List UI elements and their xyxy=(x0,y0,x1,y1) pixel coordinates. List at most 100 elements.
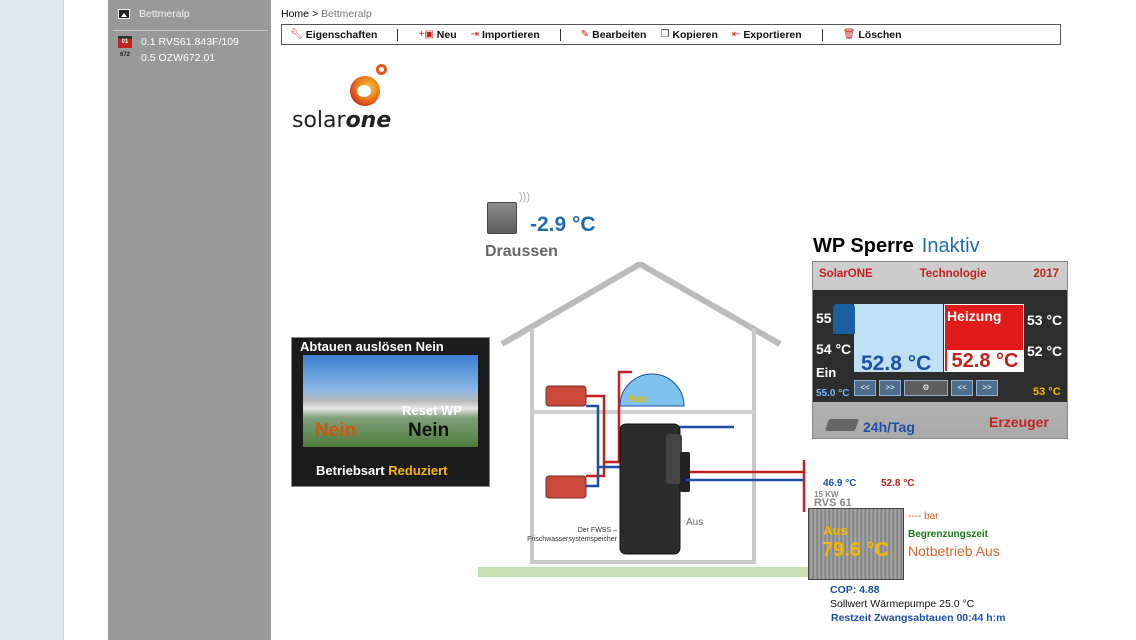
outdoor-sensor-icon xyxy=(487,202,517,234)
logo-text-bold: one xyxy=(345,108,392,133)
left-frame-strip xyxy=(0,0,64,640)
toolbar-divider xyxy=(397,28,399,41)
new-image-icon: +▣ xyxy=(418,29,434,40)
return-temp: 46.9 °C xyxy=(823,478,857,489)
toolbar-divider xyxy=(559,28,561,41)
import-icon: ⇥ xyxy=(470,29,480,40)
sidebar-item-label: 0.1 RVS61.843F/109 xyxy=(141,36,239,48)
panel-tech: Technologie xyxy=(919,268,987,280)
sidebar-item-rvs61[interactable]: 01 0.1 RVS61.843F/109 xyxy=(118,36,239,48)
panel-button-row: << >> ⚙ << >> xyxy=(854,380,998,396)
tub-status: Aus xyxy=(628,394,647,405)
fwss-label: Der FWSS – Frischwassersystemspeicher xyxy=(527,527,617,543)
delete-button[interactable]: 🗑︎Löschen xyxy=(843,29,902,41)
next-button[interactable]: >> xyxy=(879,380,901,396)
breadcrumb: Home > Bettmeralp xyxy=(281,8,372,20)
copy-button[interactable]: ❐Kopieren xyxy=(660,29,717,41)
reset-wp-button[interactable]: Reset WP xyxy=(402,403,462,418)
export-icon: ⇤ xyxy=(731,29,741,40)
logo-sun-mark xyxy=(350,76,380,106)
export-label: Exportieren xyxy=(743,28,802,41)
logo-text-light: solar xyxy=(292,108,346,133)
operating-mode: Betriebsart Reduziert xyxy=(316,463,448,478)
import-label: Importieren xyxy=(482,28,540,41)
trash-icon: 🗑︎ xyxy=(842,29,856,40)
pump-on-state: Ein xyxy=(816,365,837,380)
emergency-state[interactable]: Aus xyxy=(975,543,1000,559)
heating-label: Heizung xyxy=(947,308,1002,324)
edit-label: Bearbeiten xyxy=(592,28,647,41)
export-button[interactable]: ⇤Exportieren xyxy=(732,29,802,41)
hot-water-tile[interactable] xyxy=(854,304,943,372)
pencil-icon: ✎ xyxy=(580,29,590,40)
wp-lock-status: WP Sperre Inaktiv xyxy=(813,235,980,258)
toolbar: 🔧︎Eigenschaften +▣Neu ⇥Importieren ✎Bear… xyxy=(281,24,1061,45)
sidebar-root-label: Bettmeralp xyxy=(139,8,190,20)
panel-header: SolarONE Technologie 2017 xyxy=(813,262,1067,287)
gateway-device-icon: 672 xyxy=(119,52,130,58)
copy-label: Kopieren xyxy=(672,28,718,41)
emergency-label: Notbetrieb xyxy=(908,543,973,559)
properties-label: Eigenschaften xyxy=(305,28,378,41)
low-left-temp: 55.0 °C xyxy=(816,388,850,399)
heat-pump-setpoint: Sollwert Wärmepumpe 25.0 °C xyxy=(830,598,975,610)
pressure-reading: ---- bar xyxy=(908,511,939,522)
sidebar-item-ozw672[interactable]: 672 0.5 OZW672.01 xyxy=(118,52,215,64)
solarone-logo: solarone xyxy=(292,64,437,138)
sidebar-root-item[interactable]: Bettmeralp xyxy=(118,8,190,20)
heat-pump-temp: 79.6 °C xyxy=(822,539,889,561)
wp-lock-value[interactable]: Inaktiv xyxy=(921,235,980,257)
new-button[interactable]: +▣Neu xyxy=(418,29,456,41)
defrost-panel: Abtauen auslösen Nein Reset WP Nein Nein… xyxy=(291,337,490,487)
mode-label: Betriebsart xyxy=(316,463,385,478)
new-label: Neu xyxy=(436,28,457,41)
panel-footer: 24h/Tag Erzeuger xyxy=(813,405,1067,440)
delete-label: Löschen xyxy=(858,28,902,41)
reset-wp-value[interactable]: Nein xyxy=(408,420,450,441)
breadcrumb-current: Bettmeralp xyxy=(321,8,372,20)
settings-gear-button[interactable]: ⚙ xyxy=(904,380,948,396)
panel-brand: SolarONE xyxy=(819,268,873,280)
house-system-diagram xyxy=(478,262,814,577)
panel-year: 2017 xyxy=(1033,268,1059,280)
heat-pump-unit[interactable] xyxy=(808,508,904,580)
cop-value: COP: 4.88 xyxy=(830,584,880,596)
panel-display: 55 °C 54 °C 53 °C 52 °C 52.8 °C Heizung … xyxy=(813,290,1067,402)
import-button[interactable]: ⇥Importieren xyxy=(471,29,540,41)
mountain-landscape-image xyxy=(303,355,478,447)
limit-time-label: Begrenzungszeit xyxy=(908,529,989,540)
properties-button[interactable]: 🔧︎Eigenschaften xyxy=(290,29,377,41)
edit-button[interactable]: ✎Bearbeiten xyxy=(581,29,647,41)
producer-link[interactable]: Erzeuger xyxy=(989,414,1049,430)
next-button-right[interactable]: >> xyxy=(976,380,998,396)
prev-button-right[interactable]: << xyxy=(951,380,973,396)
copy-icon: ❐ xyxy=(660,29,670,40)
logo-dot-mark xyxy=(376,64,387,75)
sidebar-divider xyxy=(113,30,268,31)
breadcrumb-home[interactable]: Home xyxy=(281,8,310,20)
hp-controller: RVS 61 xyxy=(814,497,852,509)
controller-panel: SolarONE Technologie 2017 55 °C 54 °C 53… xyxy=(812,261,1068,439)
truck-icon xyxy=(824,419,860,431)
toolbar-divider xyxy=(821,28,823,41)
image-icon xyxy=(118,9,130,19)
right-top-temp: 53 °C xyxy=(1027,312,1063,328)
outdoor-temperature: -2.9 °C xyxy=(530,213,596,236)
left-mid-temp: 54 °C xyxy=(816,341,852,357)
prev-button[interactable]: << xyxy=(854,380,876,396)
storage-status: Aus xyxy=(686,517,704,528)
defrost-trigger-value[interactable]: Nein xyxy=(315,420,357,441)
water-tap-icon xyxy=(833,304,855,334)
wp-lock-label: WP Sperre xyxy=(813,235,914,257)
right-mid-temp: 52 °C xyxy=(1027,343,1063,359)
forced-defrost-remaining: Restzeit Zwangsabtauen 00:44 h:m xyxy=(831,612,1006,624)
runtime-rate: 24h/Tag xyxy=(863,419,915,435)
mode-value[interactable]: Reduziert xyxy=(388,463,448,478)
heat-pump-status: Aus xyxy=(823,523,848,538)
defrost-title: Abtauen auslösen Nein xyxy=(300,339,444,354)
controller-device-icon: 01 xyxy=(118,36,132,48)
outdoor-label: Draussen xyxy=(485,243,558,260)
heating-temp: 52.8 °C xyxy=(947,350,1023,372)
